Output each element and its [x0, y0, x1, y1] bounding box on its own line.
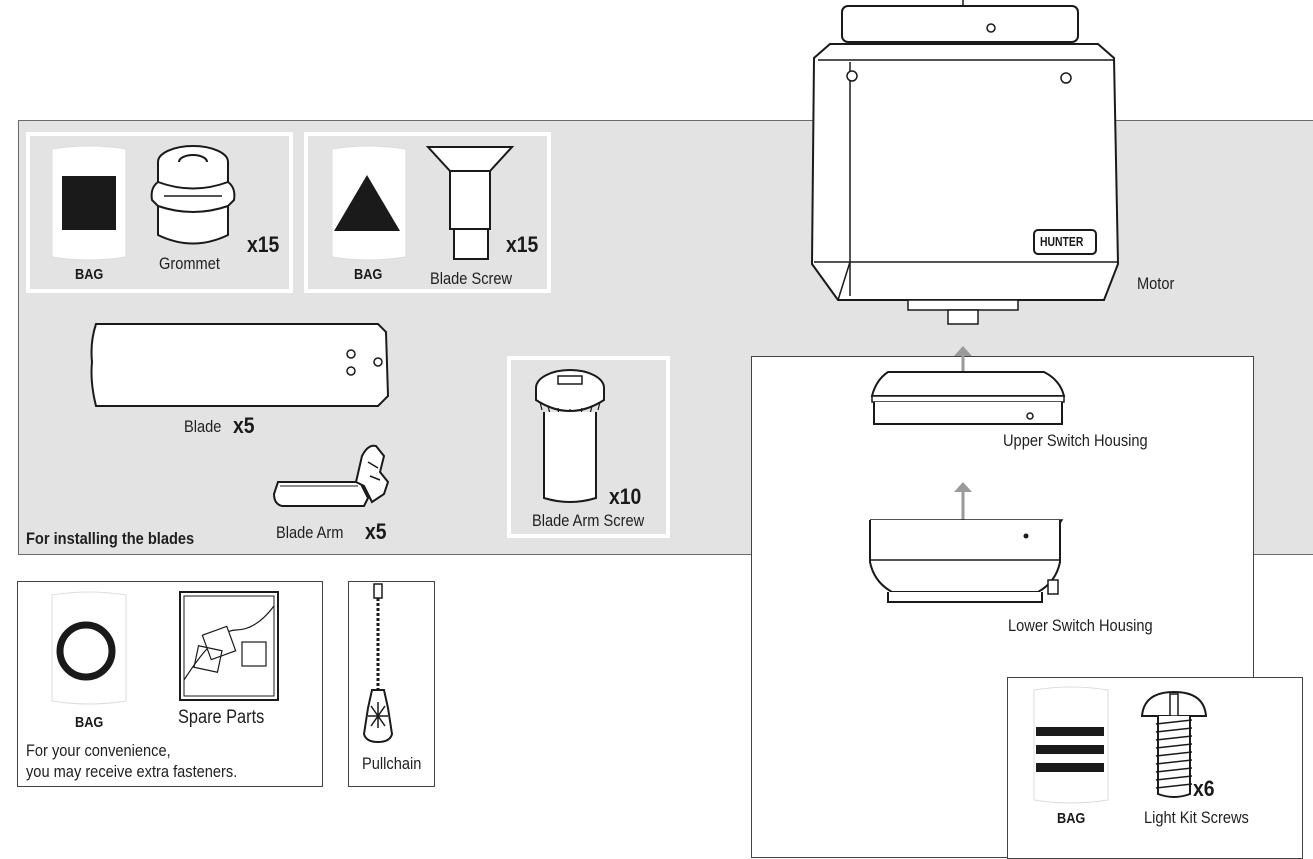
pullchain-icon	[362, 583, 394, 744]
pullchain-box	[348, 581, 435, 787]
spare-parts-icon	[179, 591, 279, 701]
spare-parts-bag-label: BAG	[75, 714, 104, 731]
light-kit-label: Light Kit Screws	[1144, 808, 1249, 827]
blade-arm-screw-icon	[535, 369, 605, 503]
grommet-icon	[150, 145, 236, 245]
light-kit-bag-label: BAG	[1057, 810, 1086, 827]
grommet-bag-label: BAG	[75, 266, 104, 283]
motor-icon	[810, 0, 1120, 325]
blade-arm-screw-box	[507, 356, 670, 538]
three-bars-symbol-icon	[1036, 727, 1104, 772]
blade-screw-qty: x15	[506, 232, 539, 257]
blade-icon	[90, 323, 390, 407]
blade-screw-label: Blade Screw	[430, 269, 513, 288]
triangle-symbol-icon	[334, 175, 400, 231]
blade-arm-screw-qty: x10	[609, 484, 642, 509]
lower-switch-housing-icon	[869, 519, 1064, 603]
blade-screw-bag-label: BAG	[354, 266, 383, 283]
spare-parts-note-line2: you may receive extra fasteners.	[26, 762, 238, 781]
upper-switch-housing-label: Upper Switch Housing	[1003, 431, 1148, 450]
pullchain-label: Pullchain	[362, 754, 422, 773]
lower-switch-housing-label: Lower Switch Housing	[1008, 616, 1153, 635]
square-symbol-icon	[62, 176, 116, 230]
blade-arm-screw-label: Blade Arm Screw	[532, 511, 645, 530]
blade-arm-icon	[272, 444, 390, 507]
blade-arm-qty: x5	[365, 519, 387, 544]
light-kit-qty: x6	[1193, 776, 1215, 801]
motor-brand-label: HUNTER	[1040, 234, 1084, 249]
upper-switch-housing-icon	[870, 371, 1066, 425]
motor-label: Motor	[1137, 274, 1175, 293]
spare-parts-note-line1: For your convenience,	[26, 741, 171, 760]
blades-section-title: For installing the blades	[26, 529, 195, 548]
blade-screw-icon	[425, 146, 515, 260]
grommet-qty: x15	[247, 232, 280, 257]
light-kit-screw-icon	[1140, 690, 1208, 798]
grommet-label: Grommet	[159, 254, 220, 273]
circle-symbol-icon	[56, 621, 116, 681]
blade-screw-pack-box	[304, 132, 551, 293]
blade-label: Blade	[184, 417, 222, 436]
blade-arm-label: Blade Arm	[276, 523, 344, 542]
blade-qty: x5	[233, 413, 255, 438]
up-arrow-lower-icon	[954, 482, 972, 520]
grommet-pack-box	[26, 132, 293, 293]
spare-parts-label: Spare Parts	[178, 707, 265, 728]
